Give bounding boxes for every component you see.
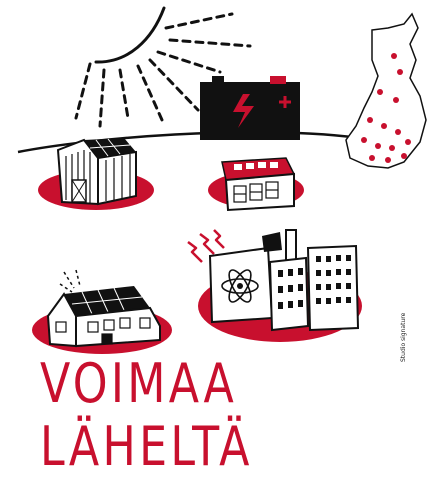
illustration <box>17 6 427 354</box>
battery-icon <box>200 76 300 140</box>
solar-house-icon <box>32 269 172 354</box>
solar-roof-house-icon <box>208 157 304 212</box>
horizon-line <box>17 130 361 154</box>
poster: VOIMAA LÄHELTÄ Studio signature <box>17 6 427 478</box>
lightning-bolt-icon <box>233 94 254 128</box>
sun-icon <box>74 6 252 128</box>
barn-solar-icon <box>38 138 154 210</box>
finland-map-icon <box>345 12 427 169</box>
poster-title: VOIMAA LÄHELTÄ <box>39 352 253 478</box>
artist-signature: Studio signature <box>400 312 407 362</box>
city-nuclear-icon <box>187 229 362 342</box>
